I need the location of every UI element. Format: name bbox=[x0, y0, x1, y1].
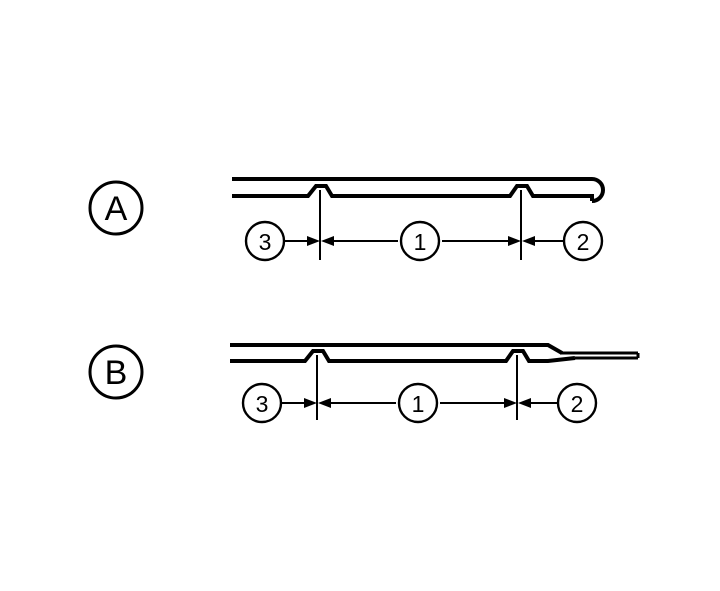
arrow-head-a-2 bbox=[522, 236, 535, 246]
callout-a-2: 2 bbox=[562, 220, 604, 262]
callout-a-2-text: 2 bbox=[577, 229, 590, 255]
arrow-head-b-1-right bbox=[504, 398, 517, 408]
arrow-head-b-3 bbox=[304, 398, 317, 408]
callout-b-3-circle bbox=[241, 382, 283, 424]
callout-a-3-text: 3 bbox=[259, 229, 272, 255]
part-b-upper-edge bbox=[230, 343, 563, 355]
callout-b-3-text: 3 bbox=[256, 391, 269, 417]
callout-b-1: 1 bbox=[397, 382, 439, 424]
variant-label-b-text: B bbox=[105, 354, 128, 392]
variant-a-group: A 3 bbox=[88, 177, 605, 262]
arrow-head-a-1-left bbox=[321, 236, 334, 246]
variant-label-b-circle bbox=[88, 344, 144, 400]
variant-b-group: B bbox=[88, 343, 640, 424]
callout-a-1: 1 bbox=[399, 220, 441, 262]
callout-a-1-text: 1 bbox=[414, 229, 427, 255]
callout-b-2-circle bbox=[556, 382, 598, 424]
callout-a-1-circle bbox=[399, 220, 441, 262]
part-a-rounded-cap bbox=[591, 177, 605, 203]
callout-b-1-circle bbox=[397, 382, 439, 424]
callout-a-2-circle bbox=[562, 220, 604, 262]
variant-label-a-circle bbox=[88, 180, 144, 236]
callout-b-3: 3 bbox=[241, 382, 283, 424]
variant-label-b: B bbox=[88, 344, 144, 400]
arrow-head-b-1-left bbox=[318, 398, 331, 408]
part-a-lower-edge-with-bumps bbox=[232, 184, 594, 201]
callout-a-3: 3 bbox=[244, 220, 286, 262]
part-b-lower-edge-with-bumps bbox=[230, 349, 576, 363]
callout-a-3-circle bbox=[244, 220, 286, 262]
arrow-head-b-2 bbox=[518, 398, 531, 408]
variant-label-a-text: A bbox=[105, 190, 128, 228]
variant-label-a: A bbox=[88, 180, 144, 236]
callout-b-2: 2 bbox=[556, 382, 598, 424]
arrow-head-a-3 bbox=[307, 236, 320, 246]
callout-b-1-text: 1 bbox=[412, 391, 425, 417]
callout-b-2-text: 2 bbox=[571, 391, 584, 417]
arrow-head-a-1-right bbox=[508, 236, 521, 246]
